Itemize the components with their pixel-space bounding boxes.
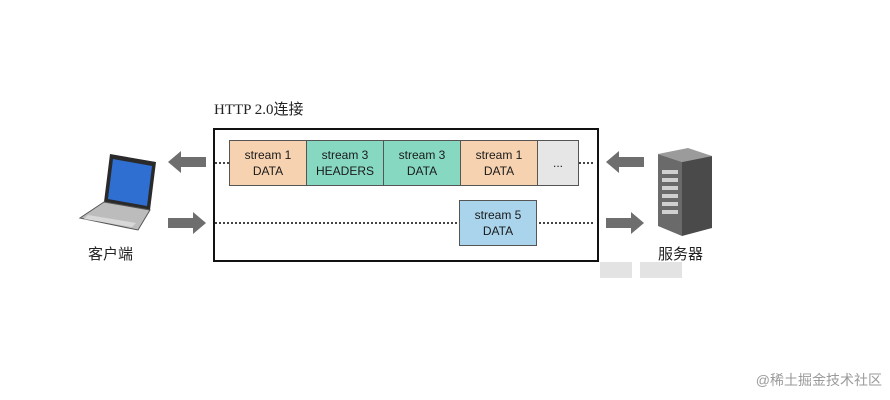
frame-type-label: DATA — [482, 224, 514, 238]
frame-stream1-data-b: stream 1 DATA — [460, 140, 538, 186]
laptop-icon — [78, 154, 156, 231]
frame-type-label: DATA — [406, 164, 438, 178]
frame-stream3-headers: stream 3 HEADERS — [306, 140, 384, 186]
frame-stream-label: stream 5 — [474, 208, 522, 222]
frame-type-label: HEADERS — [315, 164, 374, 178]
frame-stream1-data-a: stream 1 DATA — [229, 140, 307, 186]
frame-stream-label: stream 3 — [398, 148, 446, 162]
client-label: 客户端 — [88, 246, 134, 263]
server-icon — [658, 148, 712, 236]
row2-dotted-line — [215, 222, 593, 224]
frame-stream3-data: stream 3 DATA — [383, 140, 461, 186]
frame-stream5-data: stream 5 DATA — [459, 200, 537, 246]
frame-more: ... — [537, 140, 579, 186]
arrow-right-icon — [606, 212, 644, 234]
blur-artifact — [600, 262, 632, 278]
watermark-text: @稀土掘金技术社区 — [755, 372, 882, 388]
frame-stream-label: stream 3 — [321, 148, 369, 162]
frame-type-label: DATA — [252, 164, 284, 178]
frame-stream-label: stream 1 — [244, 148, 292, 162]
frame-stream-label: stream 1 — [475, 148, 523, 162]
arrow-right-icon — [168, 212, 206, 234]
frame-type-label: DATA — [483, 164, 515, 178]
arrow-left-icon — [168, 151, 206, 173]
blur-artifact — [640, 262, 682, 278]
connection-title: HTTP 2.0连接 — [214, 102, 304, 118]
frame-more-label: ... — [552, 156, 563, 170]
arrow-left-icon — [606, 151, 644, 173]
server-label: 服务器 — [658, 246, 704, 263]
